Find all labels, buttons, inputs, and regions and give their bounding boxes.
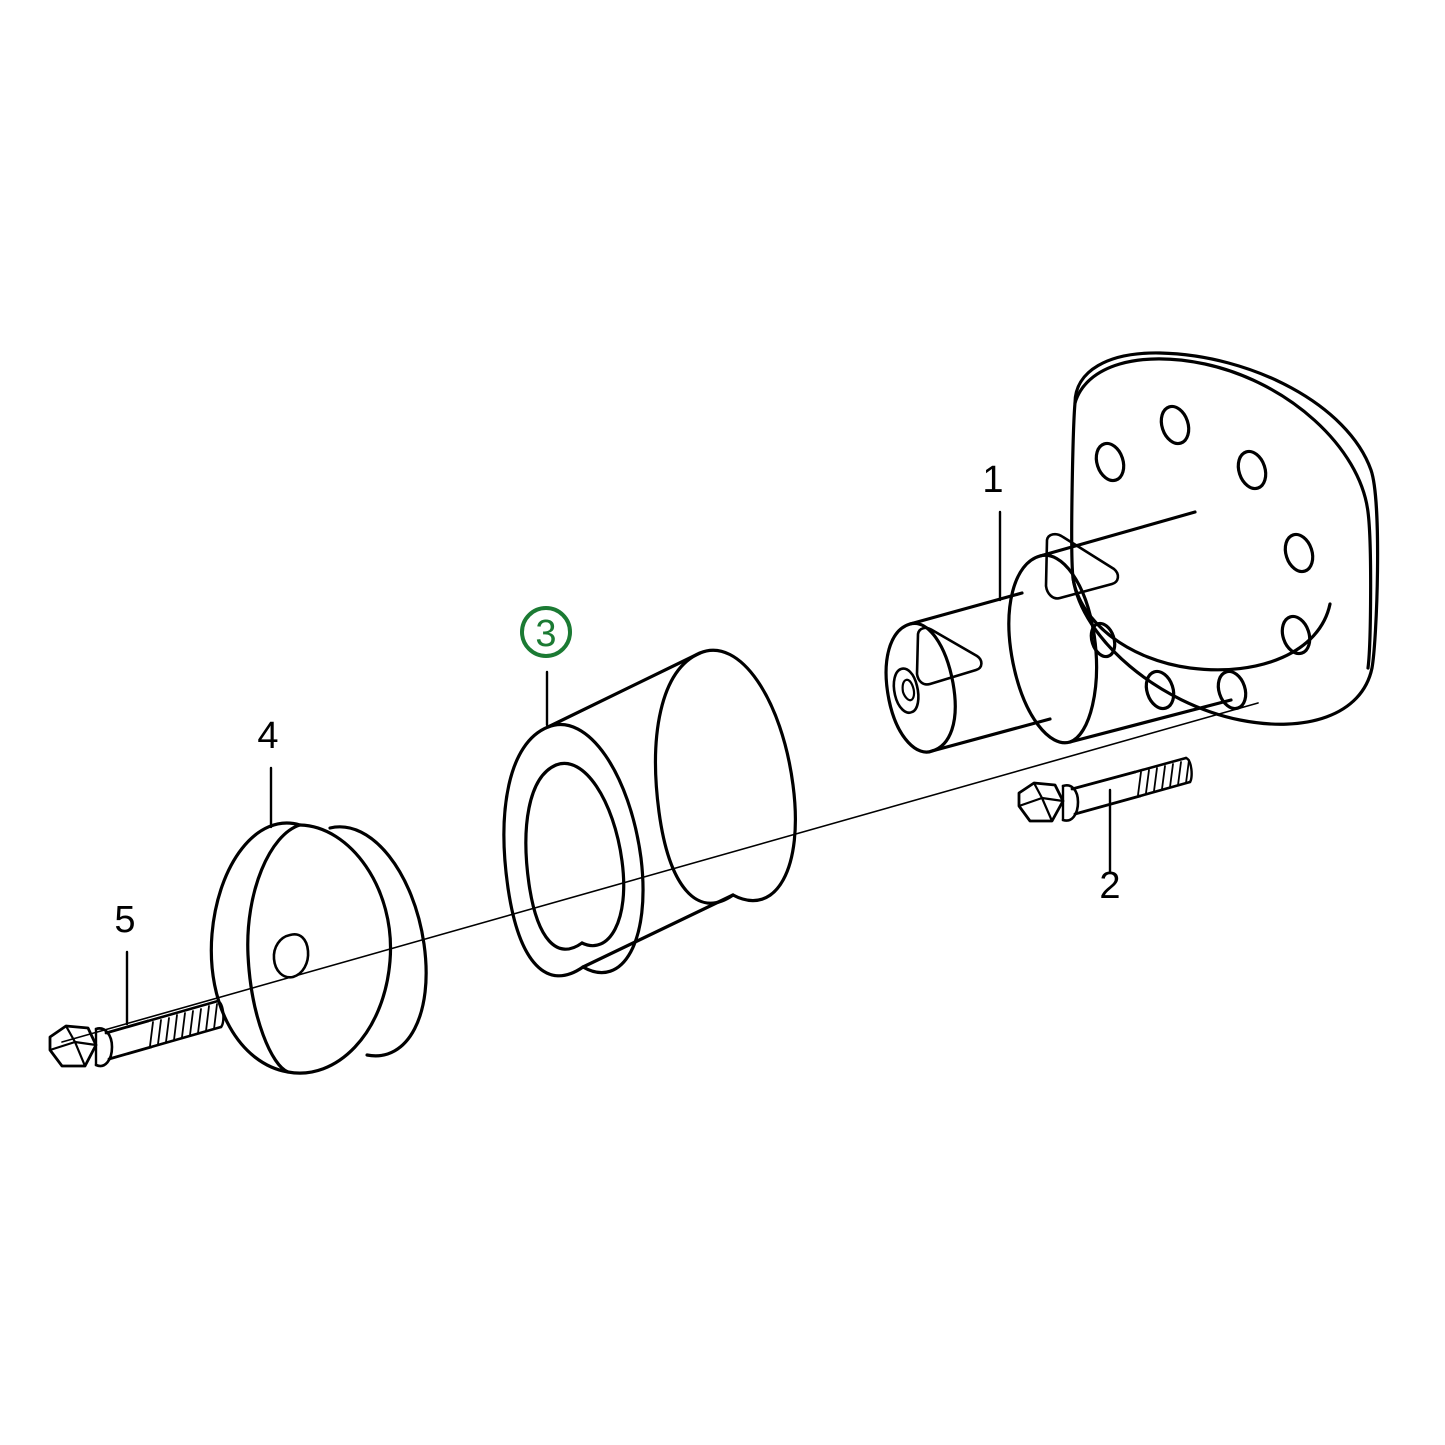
callout-3-highlight-ring (520, 606, 572, 658)
callout-label-5: 5 (114, 899, 135, 941)
center-axis-line (61, 702, 1259, 1043)
callout-label-1: 1 (982, 459, 1003, 501)
callout-leader-lines (125, 510, 1112, 1026)
callout-label-3: 3 (535, 613, 556, 655)
part-flanged-hub-shaft (884, 351, 1380, 754)
callout-label-2: 2 (1099, 865, 1120, 907)
part-end-cap-disc (209, 821, 428, 1075)
part-hex-flange-bolt-short (1017, 756, 1193, 823)
callout-labels: 1 2 3 4 5 (114, 459, 1120, 941)
part-cylindrical-sleeve (502, 648, 797, 978)
part-hex-flange-bolt-long (48, 999, 225, 1068)
callout-label-4: 4 (257, 715, 278, 757)
